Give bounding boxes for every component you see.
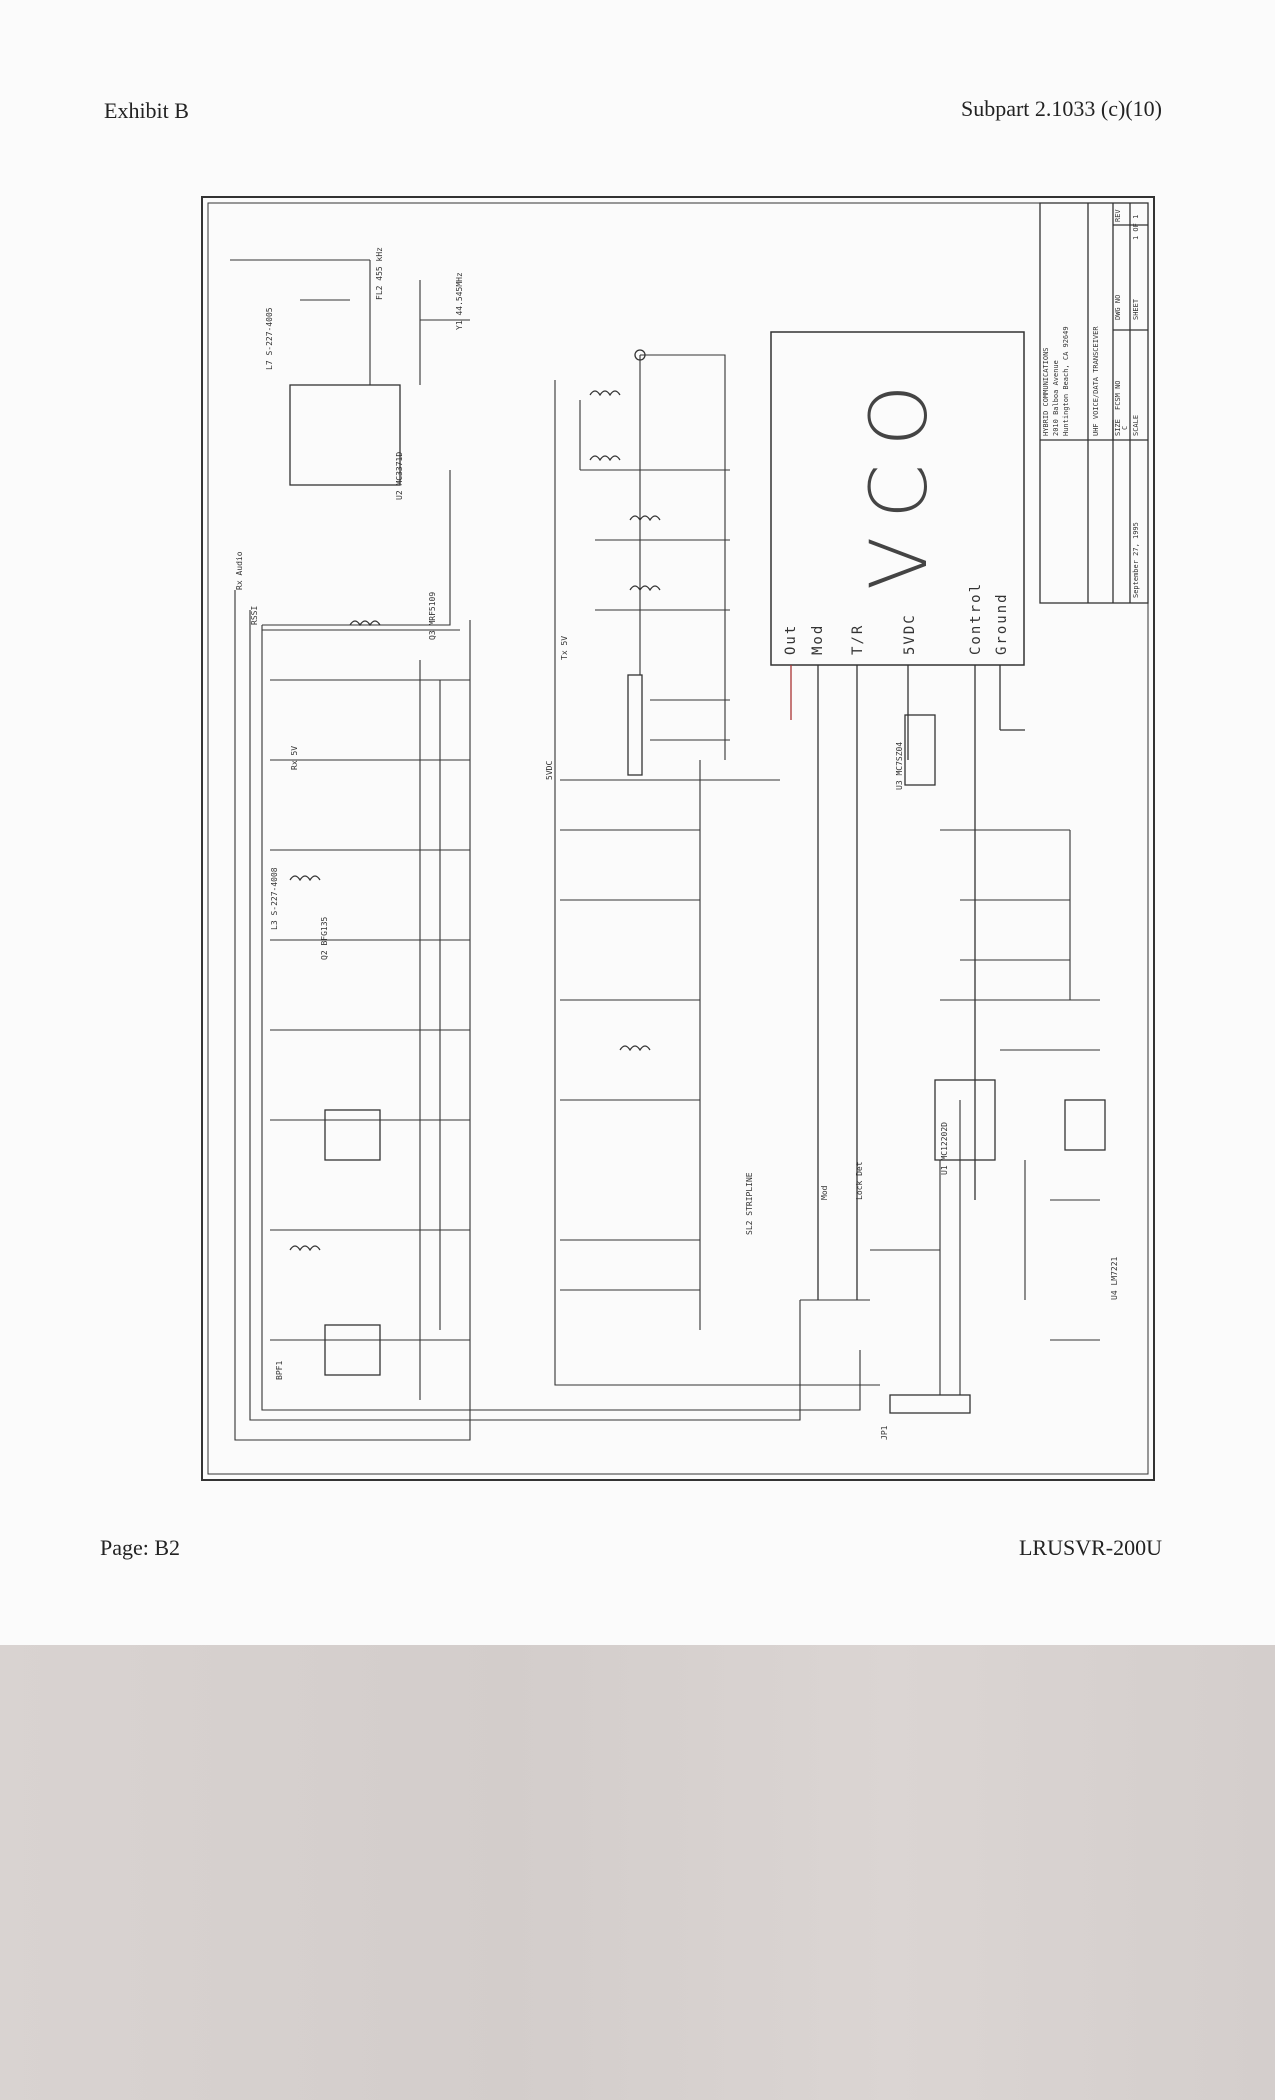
dwg-label: DWG NO: [1114, 294, 1122, 320]
u2-ic: [289, 384, 401, 486]
size-value: C: [1121, 425, 1129, 430]
vco-pin-tr: T/R: [850, 623, 866, 655]
sheet-label: SHEET: [1132, 298, 1140, 320]
subpart-label: Subpart 2.1033 (c)(10): [960, 96, 1162, 121]
net-label: Mod: [820, 1185, 829, 1200]
schematic-frame: [201, 196, 1155, 1481]
scale-label: SCALE: [1132, 414, 1140, 436]
company-line-3: Huntington Beach, CA 92649: [1062, 326, 1070, 436]
model-number: LRUSVR-200U: [1018, 1535, 1162, 1560]
component-label: FL2 455 kHz: [375, 247, 384, 300]
vco-pin-out: Out: [783, 623, 799, 655]
component-label: Q2 BFG135: [320, 916, 329, 960]
drawing-title: UHF VOICE/DATA TRANSCEIVER: [1092, 326, 1100, 436]
component-label: SL2 STRIPLINE: [745, 1172, 754, 1235]
scanner-background: [0, 1645, 1275, 2100]
document-page: [0, 0, 1275, 1645]
net-label: Rx Audio: [235, 551, 244, 590]
net-label: Tx 5V: [560, 635, 569, 660]
company-line-2: 2010 Balboa Avenue: [1052, 360, 1060, 436]
net-label: Rx 5V: [290, 745, 299, 770]
vco-pin-ground: Ground: [994, 592, 1010, 655]
net-label: Lock Det: [855, 1161, 864, 1200]
component-label: U3 MC7SZ04: [895, 741, 904, 790]
component-label: U2 MC3371D: [395, 451, 404, 500]
net-label: RSSI: [250, 605, 259, 625]
u1-ic: [934, 1079, 996, 1161]
component-label: L3 S-227-4008: [270, 867, 279, 930]
component-label: L7 S-227-4005: [265, 307, 274, 370]
component-label: U4 LM7221: [1110, 1256, 1119, 1300]
drawing-date: September 27, 1995: [1132, 522, 1140, 598]
schematic-drawing: [201, 196, 1155, 1481]
vco-title: VCO: [855, 366, 945, 590]
component-label: Q3 MRF5109: [428, 591, 437, 640]
component-label: U1 MC12202D: [940, 1122, 949, 1175]
component-label: BPF1: [275, 1360, 284, 1380]
vco-block: [770, 331, 1025, 666]
sheet-value: 1 OF 1: [1132, 214, 1140, 240]
component-label: JP1: [880, 1425, 889, 1440]
company-line-1: HYBRID COMMUNICATIONS: [1042, 347, 1050, 436]
vco-pin-mod: Mod: [810, 623, 826, 655]
vco-pin-control: Control: [968, 581, 984, 655]
title-block: [1039, 202, 1149, 604]
component-label: Y1 44.545MHz: [455, 272, 464, 330]
jp1-connector: [889, 1394, 971, 1414]
net-label: 5VDC: [545, 760, 554, 780]
exhibit-label: Exhibit B: [104, 98, 189, 123]
rev-label: REV: [1114, 209, 1122, 222]
page-number: Page: B2: [100, 1535, 181, 1560]
vco-pin-5vdc: 5VDC: [902, 613, 918, 655]
fcsm-label: FCSM NO: [1114, 380, 1122, 410]
